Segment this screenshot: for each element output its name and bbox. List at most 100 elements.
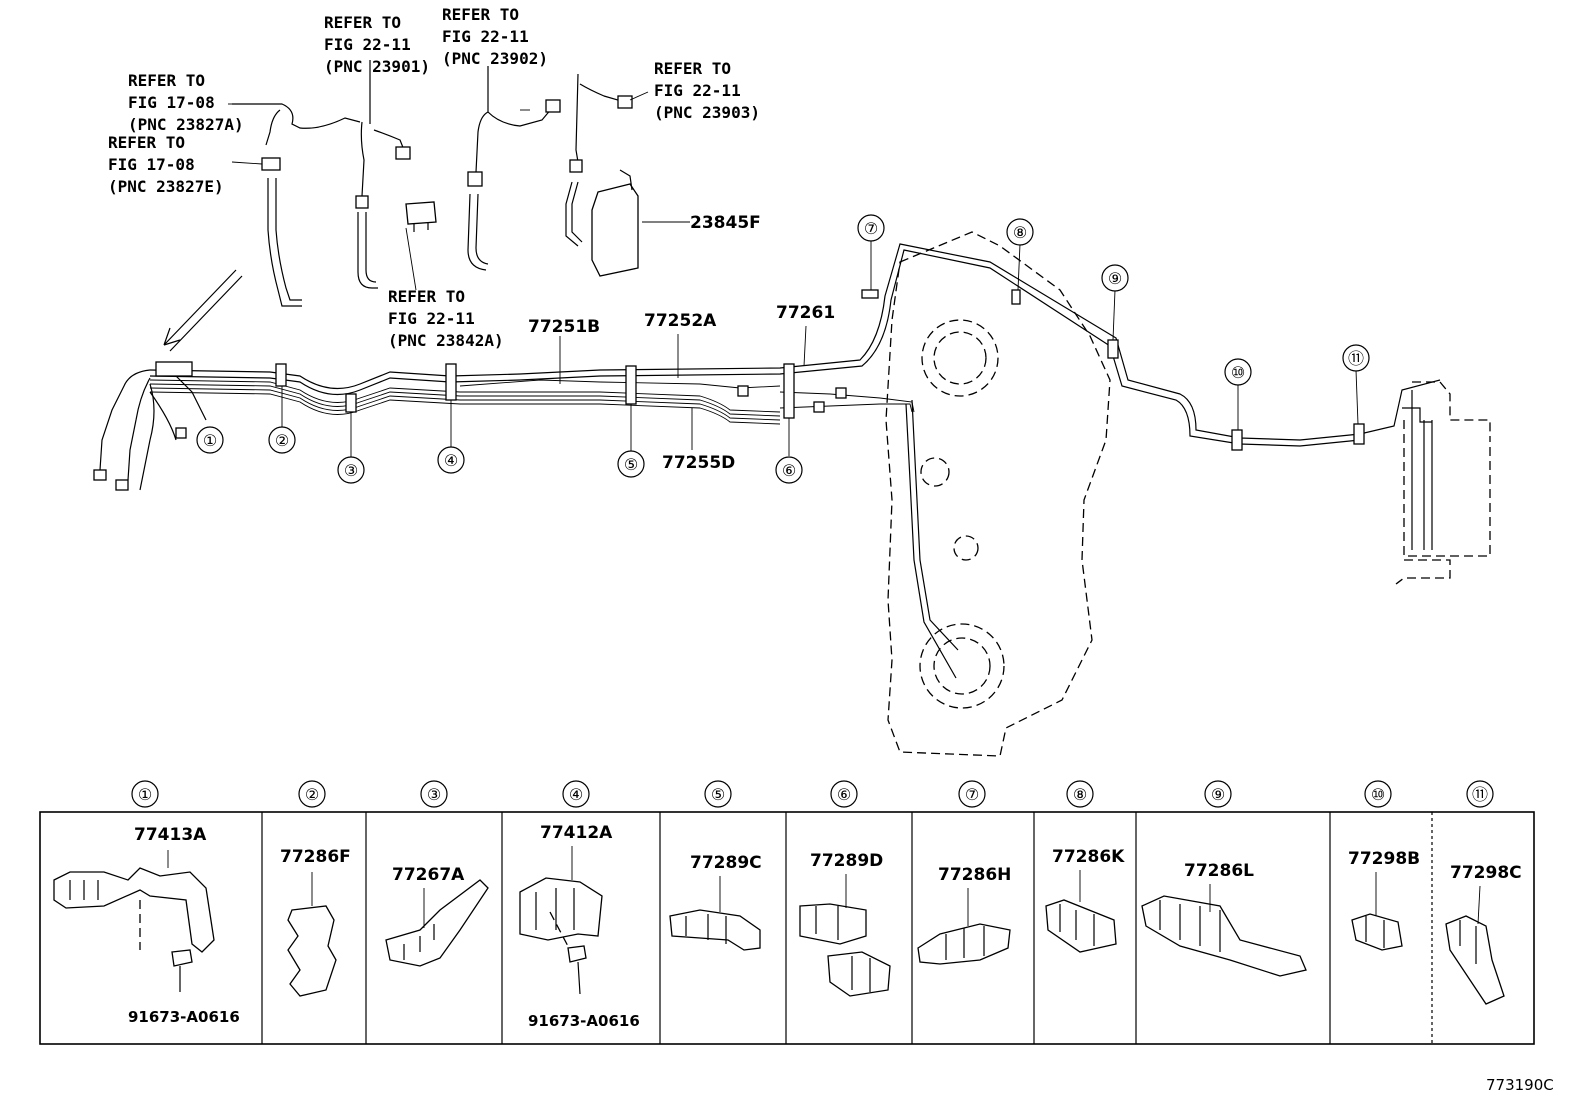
legend-num-9: ⑨ — [1211, 785, 1225, 804]
refer-note-17e: REFER TO FIG 17-08 (PNC 23827E) — [108, 133, 224, 196]
leaders — [228, 91, 1359, 458]
label-77261: 77261 — [776, 303, 835, 323]
callout-1-text: ① — [203, 431, 217, 450]
legend-part-11: 77298C — [1450, 863, 1522, 883]
refer-23902-line1: REFER TO — [442, 5, 519, 24]
refer-17e-line1: REFER TO — [108, 133, 185, 152]
refer-23903-line1: REFER TO — [654, 59, 731, 78]
callout-11-text: ⑪ — [1348, 349, 1364, 368]
callout-10: ⑩ — [1224, 358, 1252, 386]
refer-17e-line3: (PNC 23827E) — [108, 177, 224, 196]
refer-17a-line1: REFER TO — [128, 71, 205, 90]
legend-bolt-4: 91673-A0616 — [528, 1012, 640, 1030]
legend-cell-8: ⑧ 77286K — [1045, 780, 1125, 953]
legend-cell-6: ⑥ 77289D — [799, 780, 891, 997]
legend-num-10: ⑩ — [1371, 785, 1385, 804]
legend-part-7: 77286H — [938, 865, 1011, 885]
callout-2: ② — [268, 426, 296, 454]
hose-23903 — [565, 73, 639, 277]
canister-23845F-part — [591, 183, 639, 277]
refer-23842-line3: (PNC 23842A) — [388, 331, 504, 350]
fuel-tank-outline — [885, 231, 1111, 757]
legend-cell-1: ① 77413A 91673-A0616 — [53, 780, 240, 1026]
legend-table — [39, 811, 1535, 1045]
callout-5-text: ⑤ — [624, 455, 638, 474]
legend-cell-5: ⑤ 77289C — [669, 780, 762, 951]
label-77251B: 77251B — [528, 317, 600, 337]
callout-6: ⑥ — [775, 456, 803, 484]
legend-part-1: 77413A — [134, 825, 207, 845]
hose-23902 — [467, 66, 561, 271]
legend-cell-11: ⑪ 77298C — [1445, 780, 1522, 1005]
refer-17a-line3: (PNC 23827A) — [128, 115, 244, 134]
line-bundle — [149, 243, 1441, 679]
legend-cell-9: ⑨ 77286L — [1141, 780, 1307, 977]
callout-9-text: ⑨ — [1108, 269, 1122, 288]
callout-3: ③ — [337, 456, 365, 484]
refer-23903-line3: (PNC 23903) — [654, 103, 760, 122]
refer-23902-line2: FIG 22-11 — [442, 27, 529, 46]
refer-17e-line2: FIG 17-08 — [108, 155, 195, 174]
legend-part-4: 77412A — [540, 823, 613, 843]
clip-1-mark — [155, 361, 193, 377]
left-harness — [93, 361, 207, 491]
refer-23842-line1: REFER TO — [388, 287, 465, 306]
canister-outline — [1395, 381, 1491, 585]
legend-part-3: 77267A — [392, 865, 465, 885]
callout-11: ⑪ — [1342, 344, 1370, 372]
legend-bolt-1: 91673-A0616 — [128, 1008, 240, 1026]
legend-part-10: 77298B — [1348, 849, 1420, 869]
callout-7-text: ⑦ — [864, 219, 878, 238]
callout-1: ① — [196, 426, 224, 454]
legend-num-8: ⑧ — [1073, 785, 1087, 804]
legend-num-5: ⑤ — [711, 785, 725, 804]
refer-23901-line1: REFER TO — [324, 13, 401, 32]
legend-num-7: ⑦ — [965, 785, 979, 804]
legend-part-9: 77286L — [1184, 861, 1254, 881]
callout-7: ⑦ — [857, 214, 885, 242]
refer-23901-line2: FIG 22-11 — [324, 35, 411, 54]
refer-note-23902: REFER TO FIG 22-11 (PNC 23902) — [442, 5, 548, 68]
callout-3-text: ③ — [344, 461, 358, 480]
callout-10-text: ⑩ — [1231, 363, 1245, 382]
callout-4-text: ④ — [444, 451, 458, 470]
legend-num-4: ④ — [569, 785, 583, 804]
legend-part-5: 77289C — [690, 853, 762, 873]
refer-23901-line3: (PNC 23901) — [324, 57, 430, 76]
legend-num-3: ③ — [427, 785, 441, 804]
legend-num-2: ② — [305, 785, 319, 804]
refer-17a-line2: FIG 17-08 — [128, 93, 215, 112]
refer-note-23842: REFER TO FIG 22-11 (PNC 23842A) — [388, 287, 504, 350]
callout-5: ⑤ — [617, 450, 645, 478]
direction-arrow — [163, 269, 243, 352]
label-23845F: 23845F — [690, 213, 761, 233]
callout-4: ④ — [437, 446, 465, 474]
refer-note-23901: REFER TO FIG 22-11 (PNC 23901) — [324, 13, 430, 76]
callout-8: ⑧ — [1006, 218, 1034, 246]
callout-9: ⑨ — [1101, 264, 1129, 292]
legend-part-2: 77286F — [280, 847, 351, 867]
refer-note-17a: REFER TO FIG 17-08 (PNC 23827A) — [128, 71, 244, 134]
hose-23827 — [232, 103, 361, 307]
legend-num-1: ① — [138, 785, 152, 804]
callout-2-text: ② — [275, 431, 289, 450]
legend-cell-4: ④ 77412A 91673-A0616 — [519, 780, 640, 1030]
connector-23842A — [405, 201, 437, 232]
legend-cell-3: ③ 77267A — [385, 780, 489, 967]
refer-23902-line3: (PNC 23902) — [442, 49, 548, 68]
label-77252A: 77252A — [644, 311, 717, 331]
refer-note-23903: REFER TO FIG 22-11 (PNC 23903) — [654, 59, 760, 122]
legend-cell-10: ⑩ 77298B — [1348, 780, 1420, 951]
legend-part-6: 77289D — [810, 851, 883, 871]
hose-23901 — [355, 60, 411, 289]
figure-id: 773190C — [1486, 1076, 1554, 1094]
clip-markers — [275, 289, 1365, 451]
legend-num-11: ⑪ — [1472, 785, 1488, 804]
refer-23842-line2: FIG 22-11 — [388, 309, 475, 328]
callout-6-text: ⑥ — [782, 461, 796, 480]
refer-23903-line2: FIG 22-11 — [654, 81, 741, 100]
legend-num-6: ⑥ — [837, 785, 851, 804]
legend-cell-7: ⑦ 77286H — [917, 780, 1011, 965]
